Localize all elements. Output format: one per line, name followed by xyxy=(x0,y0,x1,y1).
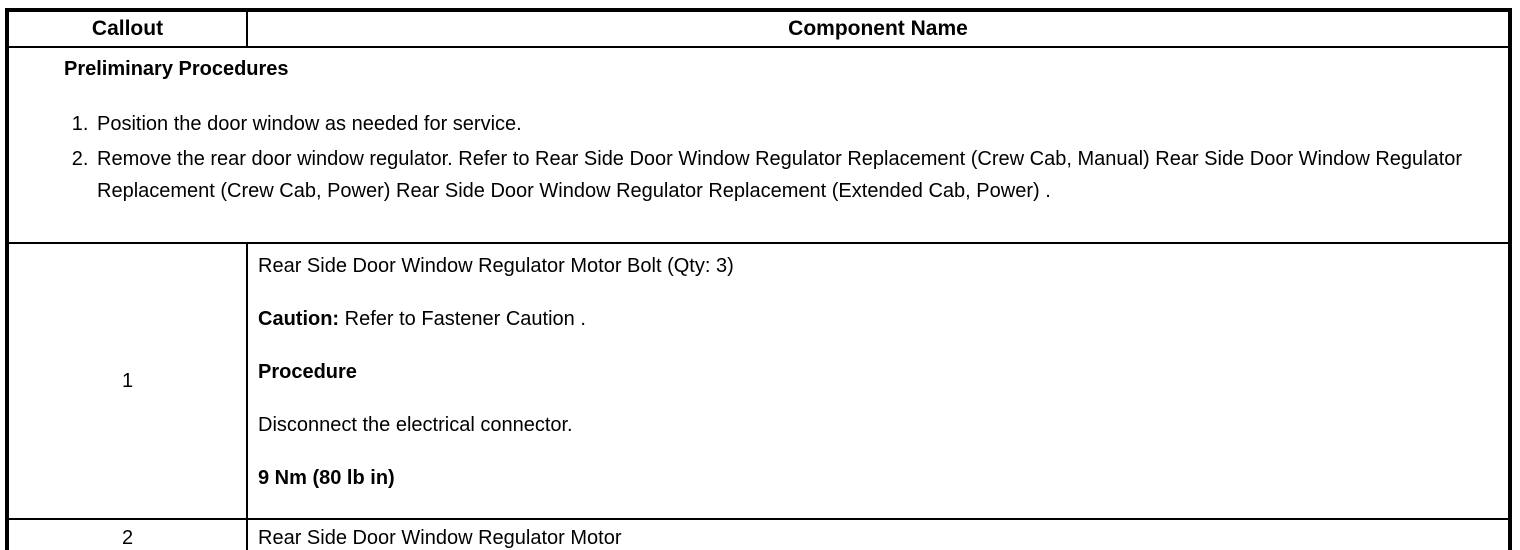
table-row: 1 Rear Side Door Window Regulator Motor … xyxy=(6,242,1511,520)
procedure-label: Procedure xyxy=(258,361,357,383)
component-name-label: Rear Side Door Window Regulator Motor Bo… xyxy=(258,255,734,277)
table-row: 2 Rear Side Door Window Regulator Motor xyxy=(6,518,1511,550)
component-name-text: Rear Side Door Window Regulator Motor Bo… xyxy=(258,253,1496,279)
component-description-cell: Rear Side Door Window Regulator Motor Bo… xyxy=(246,242,1511,520)
caution-label: Caution: xyxy=(258,308,340,330)
component-name-column-header: Component Name xyxy=(246,9,1511,48)
component-name-label: Rear Side Door Window Regulator Motor xyxy=(258,527,622,549)
preliminary-procedures-title: Preliminary Procedures xyxy=(64,58,289,80)
callout-number: 2 xyxy=(6,518,248,550)
procedure-step-text: Disconnect the electrical connector. xyxy=(258,412,1496,438)
procedure-step-label: Disconnect the electrical connector. xyxy=(258,414,573,436)
caution-text: Refer to Fastener Caution . xyxy=(339,308,586,330)
torque-spec: 9 Nm (80 lb in) xyxy=(258,465,1496,491)
preliminary-procedures-row: Preliminary Procedures Position the door… xyxy=(6,46,1511,244)
component-callout-table: Callout Component Name Preliminary Proce… xyxy=(5,8,1512,550)
preliminary-step: Remove the rear door window regulator. R… xyxy=(94,143,1498,207)
callout-column-header: Callout xyxy=(6,9,248,48)
callout-number: 1 xyxy=(6,242,248,520)
component-description-cell: Rear Side Door Window Regulator Motor xyxy=(246,518,1511,550)
procedure-heading: Procedure xyxy=(258,359,1496,385)
component-name-text: Rear Side Door Window Regulator Motor xyxy=(258,525,1496,550)
caution-note: Caution: Refer to Fastener Caution . xyxy=(258,306,1496,332)
preliminary-procedures-cell: Preliminary Procedures Position the door… xyxy=(6,46,1511,244)
table-header-row: Callout Component Name xyxy=(6,9,1511,48)
torque-spec-label: 9 Nm (80 lb in) xyxy=(258,467,395,489)
preliminary-steps-list: Position the door window as needed for s… xyxy=(37,108,1498,207)
preliminary-step: Position the door window as needed for s… xyxy=(94,108,1498,140)
